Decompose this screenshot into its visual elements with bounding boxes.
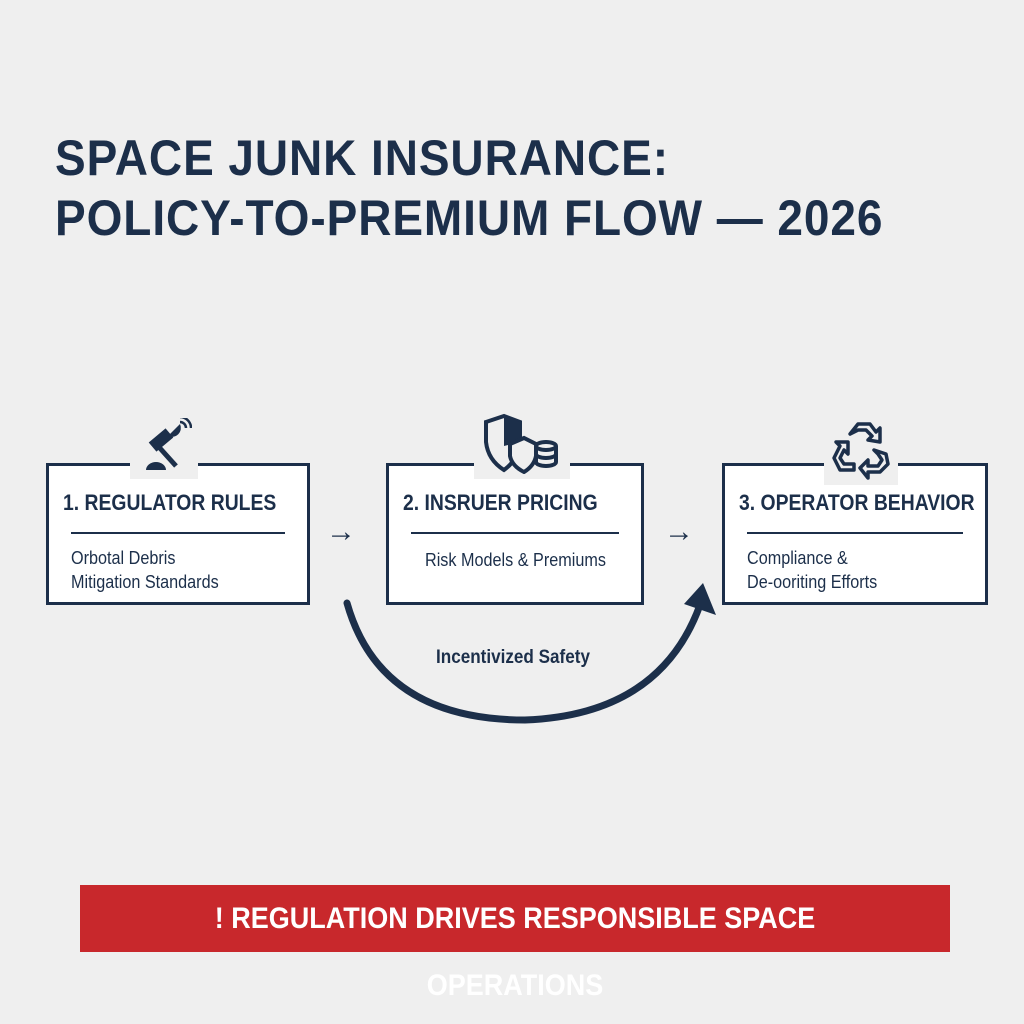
divider: [71, 532, 285, 534]
step-title: 2. INSRUER PRICING: [403, 490, 598, 515]
callout-banner: ! REGULATION DRIVES RESPONSIBLE SPACE OP…: [80, 885, 950, 1002]
loop-label: Incentivized Safety: [436, 647, 590, 668]
step-title: 1. REGULATOR RULES: [63, 490, 277, 515]
step-insurer-pricing: 2. INSRUER PRICING Risk Models & Premium…: [386, 463, 644, 605]
step-subtitle: Compliance & De-ooriting Efforts: [747, 548, 878, 592]
shield-coins-icon: [474, 412, 570, 479]
flow-arrow: →: [664, 515, 694, 548]
step-subtitle: Orbotal Debris Mitigation Standards: [71, 548, 219, 592]
page-title: SPACE JUNK INSURANCE: POLICY-TO-PREMIUM …: [55, 128, 883, 248]
recycle-icon: [824, 420, 898, 485]
step-regulator-rules: 1. REGULATOR RULES Orbotal Debris Mitiga…: [46, 463, 310, 605]
step-subtitle: Risk Models & Premiums: [425, 550, 606, 570]
step-title: 3. OPERATOR BEHAVIOR: [739, 490, 975, 515]
title-line-1: SPACE JUNK INSURANCE:: [55, 130, 669, 186]
title-line-2: POLICY-TO-PREMIUM FLOW — 2026: [55, 190, 884, 246]
banner-text: ! REGULATION DRIVES RESPONSIBLE SPACE OP…: [214, 902, 816, 1002]
gavel-satellite-icon: [130, 415, 198, 479]
flow-arrow: →: [326, 515, 356, 548]
divider: [411, 532, 619, 534]
divider: [747, 532, 963, 534]
